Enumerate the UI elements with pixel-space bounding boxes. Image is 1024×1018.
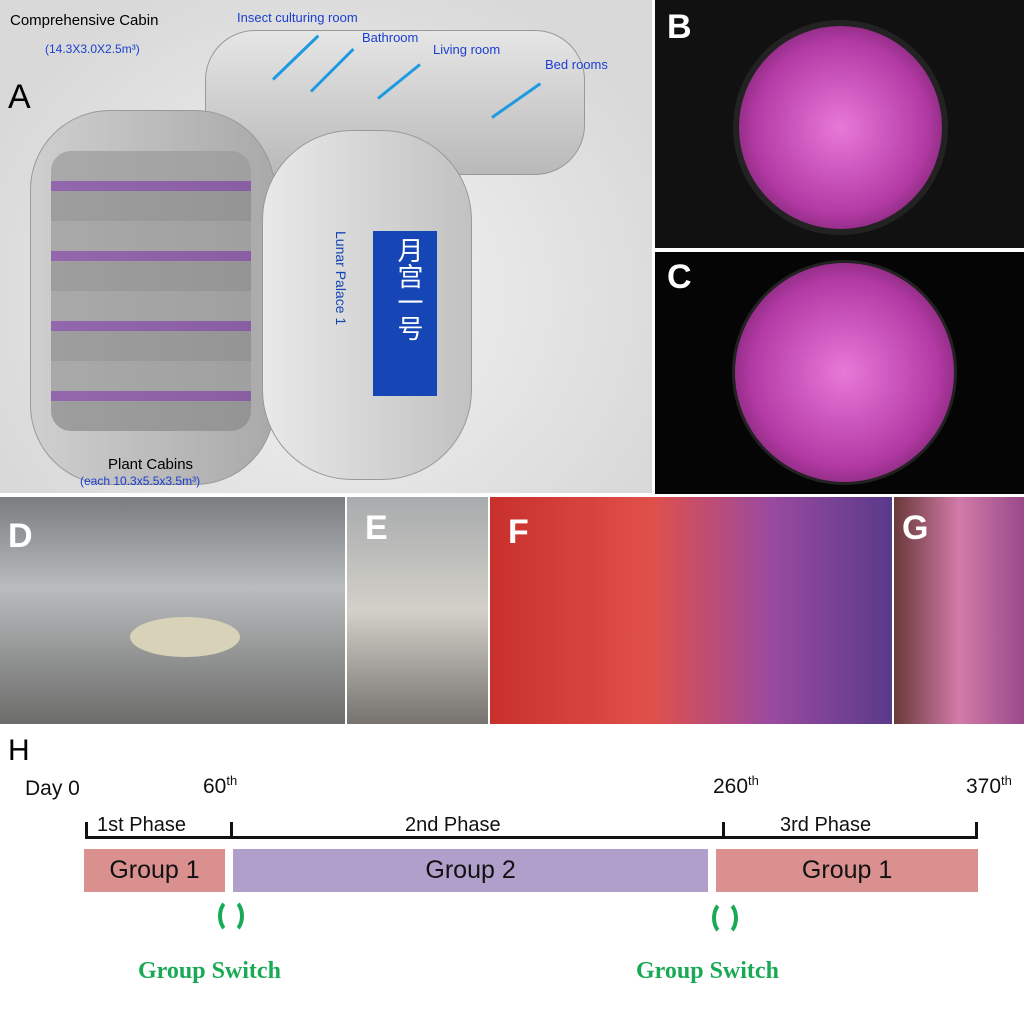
room-label-insect: Insect culturing room [237,10,358,25]
group-bar-3: Group 1 [716,849,978,892]
panel-c-photo: C [655,252,1024,494]
comprehensive-cabin-dims: (14.3X3.0X2.5m³) [45,42,140,56]
porthole-crew-photo [732,260,957,485]
panel-d-living-room-photo: D [0,497,345,724]
plant-cabin-right: 月宫一号 Lunar Palace 1 [262,130,472,480]
plant-cabins-label: Plant Cabins [108,456,194,473]
panel-label-a: A [8,78,31,116]
panel-e-bedroom-photo: E [347,497,488,724]
phase-2-label: 2nd Phase [405,814,501,836]
panel-label-c: C [667,258,692,296]
panel-g-plant-photo: G [894,497,1024,724]
timeline-tick [85,822,88,838]
room-label-bathroom: Bathroom [362,30,419,45]
tick-day-370: 370th [966,773,1012,798]
timeline-tick [722,822,725,838]
group-bar-1: Group 1 [84,849,225,892]
tick-day-0: Day 0 [25,777,80,800]
lunar-palace-logo: 月宫一号 [373,231,437,396]
panel-label-d: D [8,517,33,555]
group-bar-2: Group 2 [232,849,709,892]
tick-day-260: 260th [713,773,759,798]
panel-label-f: F [508,513,529,551]
room-label-living: Living room [433,42,501,57]
panel-label-b: B [667,8,692,46]
cycle-arrows-icon [712,900,738,936]
plant-cabin-left [30,110,275,485]
panel-f-plant-photo: F [490,497,892,724]
phase-1-label: 1st Phase [97,814,186,836]
timeline-axis [85,836,978,839]
panel-a-cabin-render: 月宫一号 Lunar Palace 1 A Comprehensive Cabi… [0,0,652,493]
room-label-bedrooms: Bed rooms [545,57,608,72]
plant-cabins-dims: (each 10.3x5.5x3.5m³) [80,474,201,488]
timeline-tick [230,822,233,838]
panel-b-photo: B [655,0,1024,248]
comprehensive-cabin-label: Comprehensive Cabin [10,12,159,29]
group-switch-label-2: Group Switch [636,958,779,984]
cycle-arrows-icon [218,898,244,934]
logo-english-text: Lunar Palace 1 [333,231,349,326]
porthole-crew-photo [733,20,948,235]
logo-chinese-text: 月宫一号 [394,237,424,341]
group-switch-label-1: Group Switch [138,958,281,984]
tick-day-60: 60th [203,773,238,798]
panel-label-h: H [8,734,30,767]
panel-label-g: G [902,509,929,547]
panel-label-e: E [365,509,388,547]
timeline-tick [975,822,978,838]
phase-3-label: 3rd Phase [780,814,872,836]
